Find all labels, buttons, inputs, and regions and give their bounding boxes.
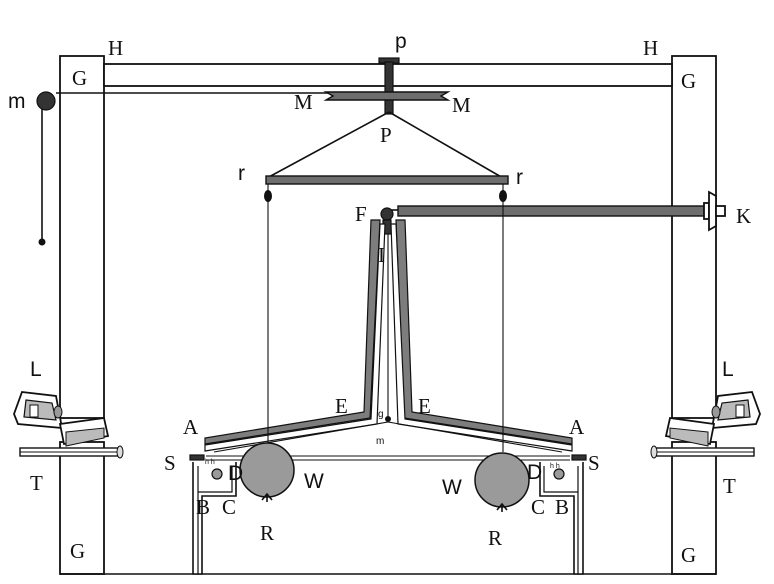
label-g-small: g: [378, 409, 384, 420]
label-r-left: r: [238, 162, 245, 185]
ray-m-left: [213, 421, 389, 453]
label-F: F: [355, 202, 367, 226]
label-A-right: A: [569, 415, 585, 439]
telescope-left-end: [116, 445, 124, 459]
lamp-left: [13, 391, 110, 447]
left-post-lower: [59, 441, 105, 575]
ray-m-right: [387, 421, 563, 453]
label-E-left: E: [335, 394, 348, 418]
label-I: I: [378, 243, 385, 267]
string-P-right: [388, 111, 504, 179]
pendulum-bob-bottom: [38, 238, 46, 246]
label-m-pendulum: m: [8, 90, 26, 113]
label-T-left: T: [30, 471, 43, 495]
string-P-left: [266, 111, 390, 179]
label-G-bottom-right: G: [681, 543, 696, 567]
label-W-right: W: [442, 476, 462, 499]
label-T-right: T: [723, 474, 736, 498]
plumb-bob: [385, 416, 391, 422]
lamp-right-lens: [711, 405, 721, 419]
arm-bar: [397, 205, 705, 217]
right-post-upper: [671, 55, 717, 419]
label-hh-left: h h: [205, 459, 215, 466]
label-r-right: r: [516, 166, 523, 189]
telescope-right: [650, 445, 755, 459]
label-H-left: H: [108, 36, 123, 60]
label-p: p: [395, 30, 407, 53]
label-R-right: R: [488, 526, 502, 550]
S-left-stand: [189, 454, 205, 461]
K-clamp-b: [708, 190, 717, 232]
lamp-right-arm2: [669, 427, 709, 447]
label-hh-right: h h: [550, 463, 560, 470]
bar-M: [323, 91, 451, 101]
label-R-left: R: [260, 521, 274, 545]
weight-left: [239, 442, 295, 498]
label-M-left: M: [294, 90, 313, 114]
label-G-bottom-left: G: [70, 539, 85, 563]
D-right-knob: [553, 468, 565, 480]
label-m-small: m: [376, 436, 384, 447]
left-post-upper: [59, 55, 105, 419]
label-B-right: B: [555, 495, 569, 519]
r-right-hook: [499, 190, 507, 202]
frame-E: [204, 219, 573, 461]
column-E-inner-left: [204, 223, 386, 452]
telescope-right-end: [650, 445, 658, 459]
trough-left-outer: [192, 462, 237, 575]
suspension: [264, 57, 509, 202]
lamp-right: [664, 391, 761, 447]
beam-r: [265, 175, 509, 185]
lamp-left-flame: [29, 404, 39, 418]
lamp-left-hood: [23, 399, 57, 421]
label-S-left: S: [164, 451, 176, 475]
label-G-top-right: G: [681, 69, 696, 93]
label-A-left: A: [183, 415, 199, 439]
lamp-right-flame: [735, 404, 745, 418]
label-D-right: D: [527, 461, 542, 484]
arm-FK: [380, 190, 726, 235]
trough-right-outer: [539, 462, 584, 575]
weight-right: [474, 452, 530, 508]
lamps: [13, 391, 761, 459]
label-S-right: S: [588, 451, 600, 475]
label-G-top-left: G: [72, 66, 87, 90]
trough-left-inner: [197, 466, 233, 574]
screw-p-shaft: [384, 61, 394, 115]
label-C-left: C: [222, 495, 236, 519]
K-clamp-c: [715, 205, 726, 217]
column-E-outer: [204, 219, 381, 445]
label-K: K: [736, 204, 751, 228]
label-B-left: B: [196, 495, 210, 519]
label-W-left: W: [304, 470, 324, 493]
pendulum-bob-top: [36, 91, 56, 111]
weights: [239, 442, 530, 512]
label-P: P: [380, 123, 392, 147]
lamp-left-lens: [53, 405, 63, 419]
telescope-left: [19, 445, 124, 459]
right-post-lower: [671, 441, 717, 575]
pendulum: [36, 91, 368, 246]
label-L-right: L: [722, 358, 734, 381]
labels: p H H G G m M M P r r F K I L L E E A A …: [8, 30, 751, 567]
label-M-right: M: [452, 93, 471, 117]
pivot-F: [380, 207, 394, 221]
D-left-knob: [211, 468, 223, 480]
weight-strings: [267, 200, 504, 452]
trough-right-inner: [543, 466, 579, 574]
troughs: [189, 454, 587, 575]
S-right-stand: [571, 454, 587, 461]
r-left-hook: [264, 190, 272, 202]
lamp-right-hood: [717, 399, 751, 421]
label-H-right: H: [643, 36, 658, 60]
label-D-left: D: [228, 462, 243, 485]
label-E-right: E: [418, 394, 431, 418]
lamp-left-arm2: [65, 427, 105, 447]
label-L-left: L: [30, 358, 42, 381]
label-C-right: C: [531, 495, 545, 519]
